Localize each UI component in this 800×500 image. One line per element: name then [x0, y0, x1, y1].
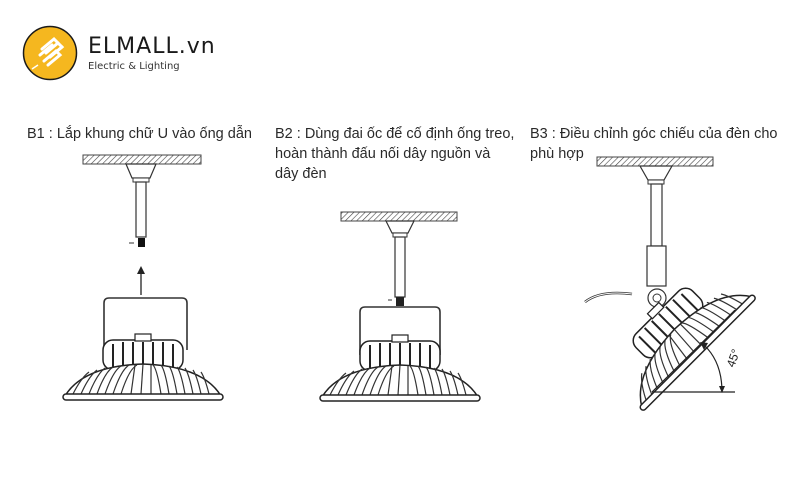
figure-step-2: [319, 211, 481, 402]
step-3-caption: B3 : Điều chỉnh góc chiếu của đèn cho ph…: [530, 126, 778, 162]
step-1-caption: B1 : Lắp khung chữ U vào ống dẫn: [27, 126, 252, 142]
brand-logo: ELMALL.vn Electric & Lighting: [22, 25, 216, 81]
step-2-caption: B2 : Dùng đai ốc để cố định ống treo, ho…: [275, 126, 515, 182]
logo-mark-icon: [22, 25, 78, 81]
brand-name: ELMALL.vn: [88, 33, 216, 59]
figure-step-3: 45°: [584, 156, 758, 413]
figure-step-1: [62, 154, 224, 401]
brand-tagline: Electric & Lighting: [88, 60, 180, 72]
angle-label: 45°: [724, 347, 743, 369]
